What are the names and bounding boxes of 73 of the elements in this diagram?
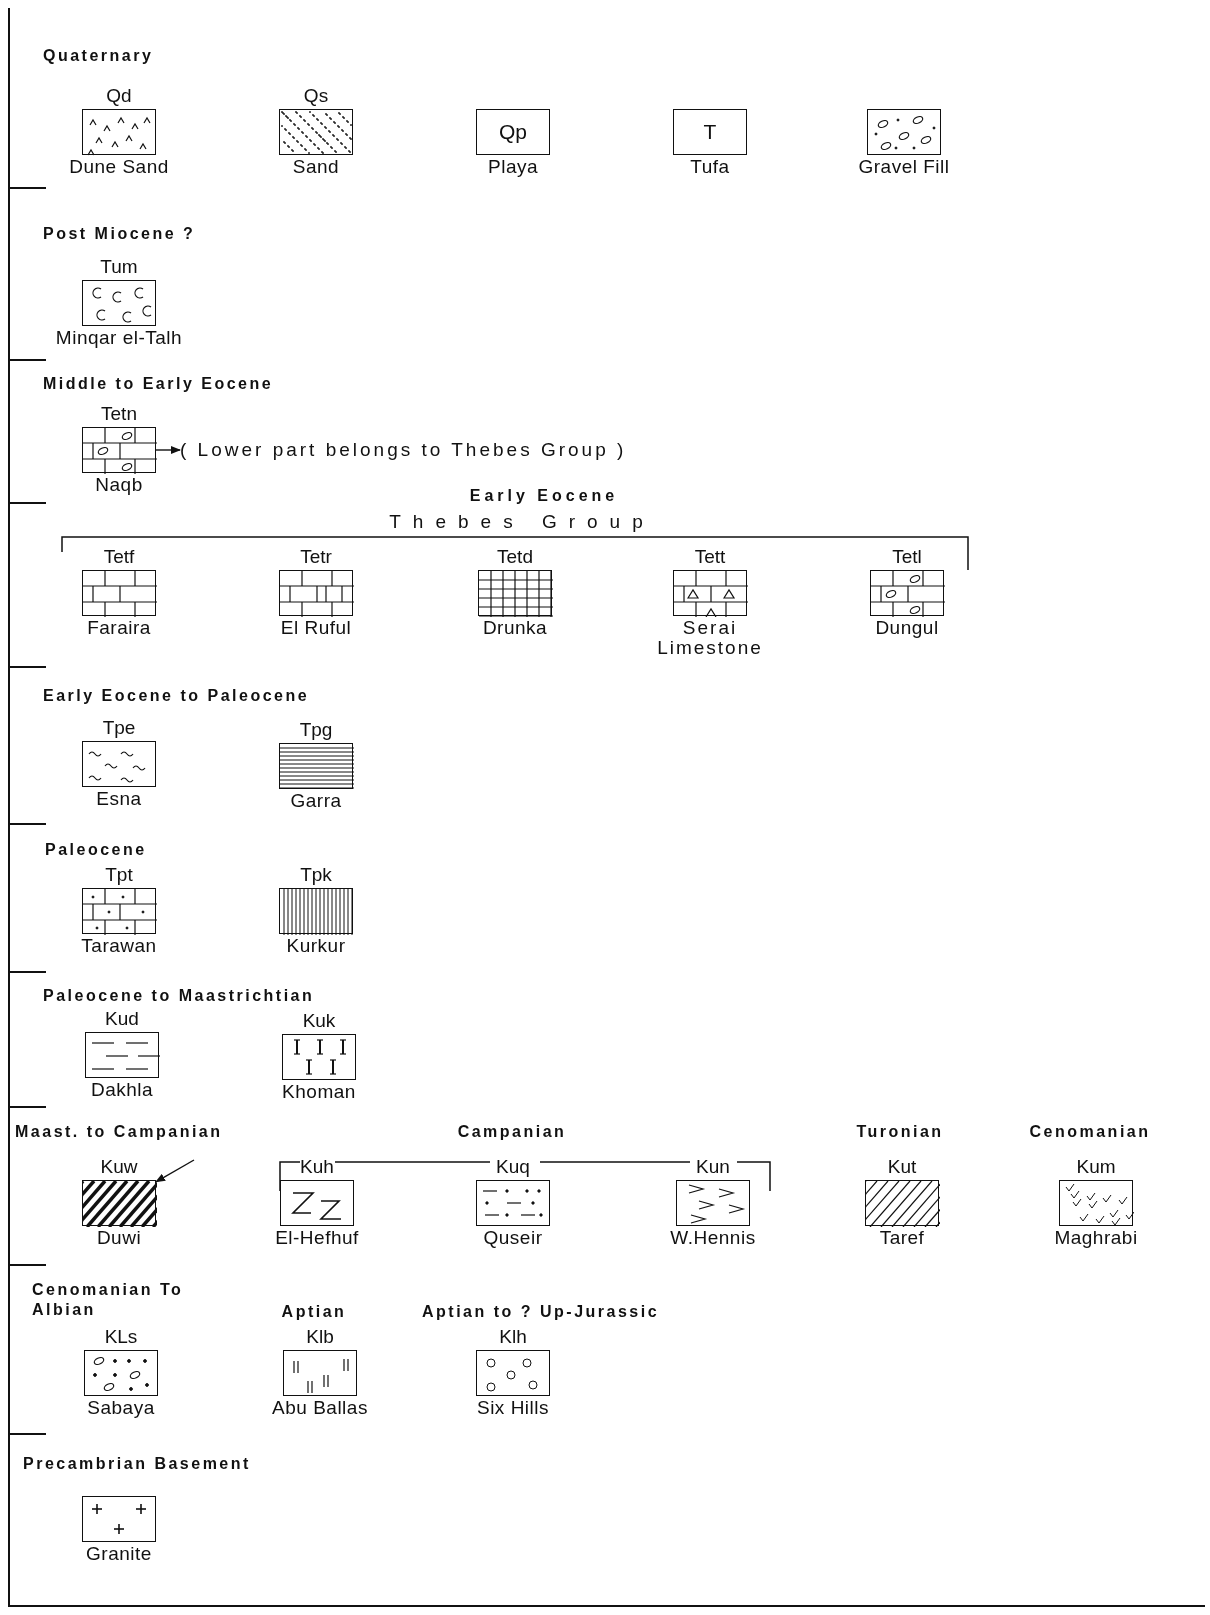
note-text: ( Lower part belongs to Thebes Group ): [180, 439, 627, 461]
unit-code: Tetd: [497, 546, 533, 568]
unit-code: Tetn: [101, 403, 137, 425]
unit-name: Quseir: [483, 1228, 543, 1248]
unit-code: Tetl: [892, 546, 922, 568]
unit-name: Six Hills: [476, 1398, 550, 1418]
unit-name: Naqb: [95, 475, 143, 495]
section-heading: Paleocene: [45, 840, 147, 860]
unit-code: Tpe: [102, 717, 136, 739]
section-heading: Cenomanian To Albian: [32, 1280, 185, 1320]
section-heading: Paleocene to Maastrichtian: [43, 986, 315, 1006]
unit-name: Tufa: [690, 157, 730, 177]
unit-name: Dakhla: [90, 1080, 154, 1100]
section-heading: Aptian: [281, 1302, 347, 1322]
unit-name: Dune Sand: [69, 157, 169, 177]
unit-code: Kuh: [300, 1156, 334, 1178]
section-heading: Turonian: [856, 1122, 944, 1142]
unit-name: Kurkur: [286, 936, 346, 956]
section-heading: Post Miocene ?: [43, 224, 196, 244]
section-heading: Cenomanian: [1029, 1122, 1151, 1142]
unit-code: Kun: [696, 1156, 730, 1178]
unit-code: Kuk: [302, 1010, 336, 1032]
unit-code: Tett: [694, 546, 726, 568]
section-heading: Maast. to Campanian: [15, 1122, 223, 1142]
unit-name: W.Hennis: [670, 1228, 756, 1248]
unit-name: Taref: [879, 1228, 925, 1248]
unit-name: Dungul: [875, 618, 939, 638]
unit-code: Kud: [105, 1008, 139, 1030]
unit-name: Gravel Fill: [858, 157, 950, 177]
unit-name: Garra: [290, 791, 342, 811]
arrow: [155, 1159, 195, 1183]
unit-name: Duwi: [96, 1228, 142, 1248]
unit-name: El Ruful: [280, 618, 352, 638]
unit-name: Faraira: [87, 618, 151, 638]
unit-code: Tetf: [103, 546, 135, 568]
unit-name: Sand: [292, 157, 340, 177]
unit-code: Tpg: [299, 719, 333, 741]
unit-code: Klb: [306, 1326, 334, 1348]
unit-code: KLs: [104, 1326, 138, 1348]
section-heading: Aptian to ? Up-Jurassic: [422, 1302, 660, 1322]
unit-name: Playa: [488, 157, 538, 177]
unit-name: Esna: [96, 789, 142, 809]
arrow: [155, 446, 181, 454]
unit-code: Kum: [1076, 1156, 1116, 1178]
unit-name: Granite: [86, 1544, 152, 1564]
unit-name: Khoman: [282, 1082, 356, 1102]
unit-code: Kuw: [100, 1156, 138, 1178]
unit-code: Kut: [887, 1156, 917, 1178]
unit-code: Kuq: [496, 1156, 530, 1178]
unit-code: Tum: [100, 256, 138, 278]
unit-name: Maghrabi: [1054, 1228, 1138, 1248]
unit-name: Drunka: [482, 618, 548, 638]
unit-name: Abu Ballas: [272, 1398, 368, 1418]
unit-code: Qd: [106, 85, 132, 107]
unit-code: Tpt: [105, 864, 133, 886]
section-heading: Campanian: [457, 1122, 567, 1142]
section-heading: Early Eocene to Paleocene: [43, 686, 310, 706]
section-heading: Middle to Early Eocene: [43, 374, 274, 394]
unit-name: Sabaya: [87, 1398, 155, 1418]
unit-code: T: [703, 120, 717, 144]
unit-code: Tetr: [300, 546, 332, 568]
unit-code: Tpk: [300, 864, 332, 886]
section-heading: Early Eocene: [469, 486, 619, 506]
unit-code: Qp: [499, 120, 527, 144]
unit-name: Serai Limestone: [656, 618, 764, 658]
unit-name: El-Hefhuf: [275, 1228, 359, 1248]
section-heading: Precambrian Basement: [23, 1454, 251, 1474]
section-heading: Thebes Group: [389, 512, 655, 532]
unit-code: Klh: [499, 1326, 527, 1348]
section-heading: Quaternary: [43, 46, 154, 66]
unit-name: Minqar el-Talh: [55, 328, 183, 348]
unit-name: Tarawan: [81, 936, 157, 956]
unit-code: Qs: [303, 85, 329, 107]
